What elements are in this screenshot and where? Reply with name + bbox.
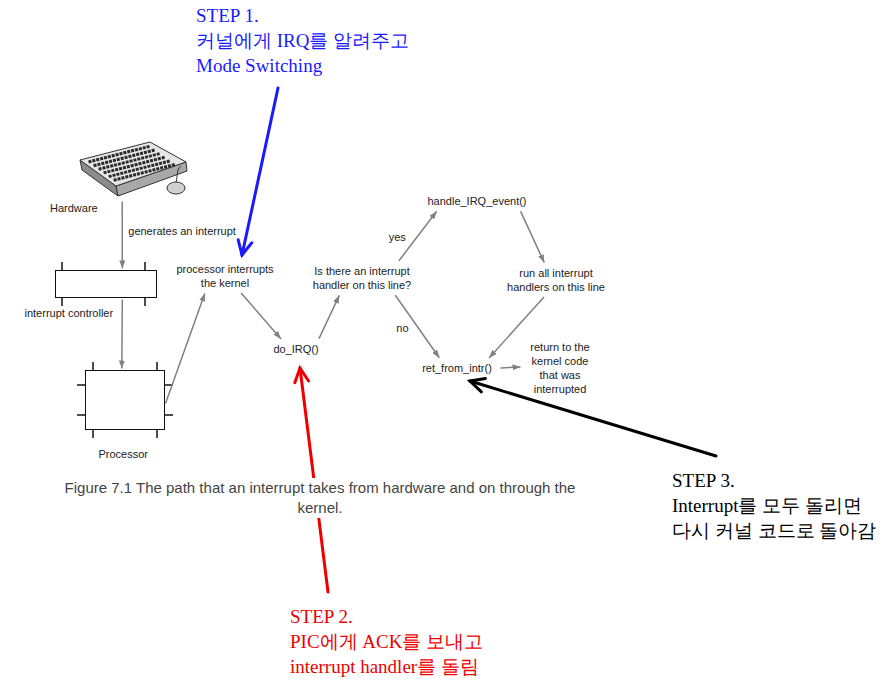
step-text: do_IRQ() xyxy=(268,340,324,358)
pin xyxy=(165,414,173,416)
pin xyxy=(61,298,63,306)
flow-arrow xyxy=(121,300,123,369)
annotation-text: 다시 커널 코드로 돌아감 xyxy=(672,518,876,543)
pin xyxy=(77,414,85,416)
step-text: ret_from_intr() xyxy=(415,359,499,377)
flow-arrow xyxy=(166,293,205,403)
annotation-text: STEP 3. xyxy=(672,468,735,493)
edge-label: generates an interrupt xyxy=(127,224,237,238)
node-text: do_IRQ() xyxy=(271,342,321,356)
annotation-text: 커널에게 IRQ를 알려주고 xyxy=(196,28,409,53)
edge-label: yes xyxy=(388,230,407,244)
key-row xyxy=(114,164,176,180)
step1-leader xyxy=(238,88,278,255)
node-text: processor interrupts the kernel xyxy=(170,262,280,290)
annotation-text: Interrupt를 모두 돌리면 xyxy=(672,493,862,518)
pin xyxy=(156,430,158,438)
pin xyxy=(92,362,94,370)
annotation-text: Mode Switching xyxy=(196,53,322,78)
step-text: handle_IRQ_event() xyxy=(419,192,535,210)
leader-line xyxy=(242,88,278,255)
node-text: Is there an interrupt handler on this li… xyxy=(307,264,417,292)
pin xyxy=(61,262,63,270)
node-text: return to the kernel code that was inter… xyxy=(525,340,595,396)
flow-arrow xyxy=(319,295,339,338)
pin xyxy=(77,384,85,386)
flow-arrow xyxy=(241,293,281,339)
part-label: interrupt controller xyxy=(25,306,114,320)
pin xyxy=(144,262,146,270)
pin xyxy=(144,298,146,306)
decision-text: Is there an interrupt handler on this li… xyxy=(304,262,420,294)
annotation-text: PIC에게 ACK를 보내고 xyxy=(290,629,483,654)
controller-box: interrupt controller xyxy=(55,270,157,298)
leader-line xyxy=(470,381,716,456)
processor-box: Processor xyxy=(85,370,165,430)
flow-arrow xyxy=(501,367,521,368)
pin xyxy=(92,430,94,438)
flow-arrow xyxy=(395,295,439,358)
node-text: run all interrupt handlers on this line xyxy=(501,266,611,294)
annotation-text: interrupt handler를 돌림 xyxy=(290,654,479,679)
part-label: Processor xyxy=(99,447,149,461)
annotation-text: STEP 2. xyxy=(290,604,353,629)
edge-label: no xyxy=(395,321,409,335)
node-text: ret_from_intr() xyxy=(418,361,496,375)
flow-arrow xyxy=(121,202,123,269)
part-label: Hardware xyxy=(50,201,98,215)
flow-arrow xyxy=(521,211,545,262)
processor-pins xyxy=(77,362,173,438)
leader-head xyxy=(238,240,252,255)
mouse-cable xyxy=(176,166,181,182)
step-text: processor interrupts the kernel xyxy=(167,260,283,292)
step-text: return to the kernel code that was inter… xyxy=(522,338,598,398)
leader-head xyxy=(470,378,485,391)
step3-leader xyxy=(470,378,716,456)
pin xyxy=(156,362,158,370)
annotation-text: STEP 1. xyxy=(196,3,259,28)
step-text: run all interrupt handlers on this line xyxy=(498,264,614,296)
keyboard-top xyxy=(80,142,186,186)
leader-head xyxy=(295,368,309,383)
hardware-node: Hardware xyxy=(78,140,190,200)
key-rows xyxy=(89,146,176,180)
figure-caption: Figure 7.1 The path that an interrupt ta… xyxy=(40,478,600,518)
node-text: handle_IRQ_event() xyxy=(422,194,532,208)
keyboard-illustration xyxy=(80,142,187,196)
mouse xyxy=(167,182,185,194)
